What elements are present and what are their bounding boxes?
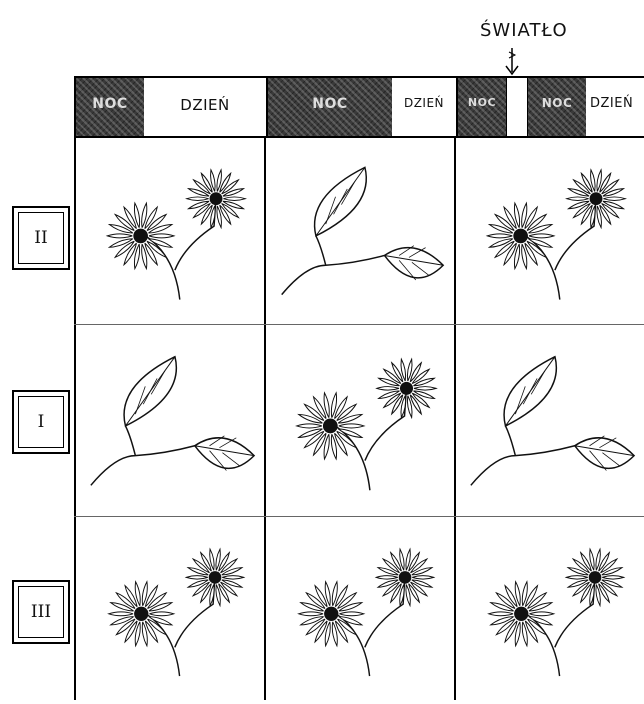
experiment-grid	[74, 138, 644, 700]
night-label: NOC	[268, 96, 392, 112]
row-label-box: I	[12, 390, 70, 454]
day-label: DZIEŃ	[392, 96, 456, 110]
leafy-plant-icon	[456, 326, 644, 516]
plant-cell	[266, 518, 454, 700]
night-segment: NOC	[528, 78, 586, 136]
plant-cell	[266, 138, 454, 324]
plant-cell	[456, 138, 644, 324]
day-segment: DZIEŃ	[144, 78, 266, 136]
night-segment: NOC	[266, 78, 392, 136]
plant-cell	[76, 518, 264, 700]
plant-cell	[76, 138, 264, 324]
day-segment: DZIEŃ	[586, 78, 644, 136]
day-label: DZIEŃ	[144, 96, 266, 114]
leafy-plant-icon	[266, 138, 454, 324]
leafy-plant-icon	[76, 326, 264, 516]
flowering-plant-icon	[266, 326, 454, 516]
plant-cell	[76, 326, 264, 516]
flowering-plant-icon	[456, 138, 644, 324]
flowering-plant-icon	[76, 518, 264, 700]
night-label: NOC	[76, 96, 144, 112]
row-label: II	[18, 212, 64, 264]
plant-cell	[266, 326, 454, 516]
row-label-box: II	[12, 206, 70, 270]
row-label-box: III	[12, 580, 70, 644]
day-segment: DZIEŃ	[392, 78, 456, 136]
photoperiod-timeline: NOC DZIEŃ NOC DZIEŃ NOC NOC DZIEŃ	[74, 76, 644, 138]
night-segment: NOC	[76, 78, 144, 136]
flowering-plant-icon	[456, 518, 644, 700]
row-label: I	[18, 396, 64, 448]
row-label: III	[18, 586, 64, 638]
flowering-plant-icon	[266, 518, 454, 700]
plant-cell	[456, 518, 644, 700]
night-segment: NOC	[456, 78, 506, 136]
light-label: ŚWIATŁO	[480, 20, 568, 41]
night-label: NOC	[528, 96, 586, 110]
plant-cell	[456, 326, 644, 516]
day-label: DZIEŃ	[590, 96, 644, 111]
light-arrow-icon	[500, 46, 524, 78]
night-label: NOC	[458, 96, 506, 109]
light-flash-segment	[506, 78, 528, 136]
flowering-plant-icon	[76, 138, 264, 324]
